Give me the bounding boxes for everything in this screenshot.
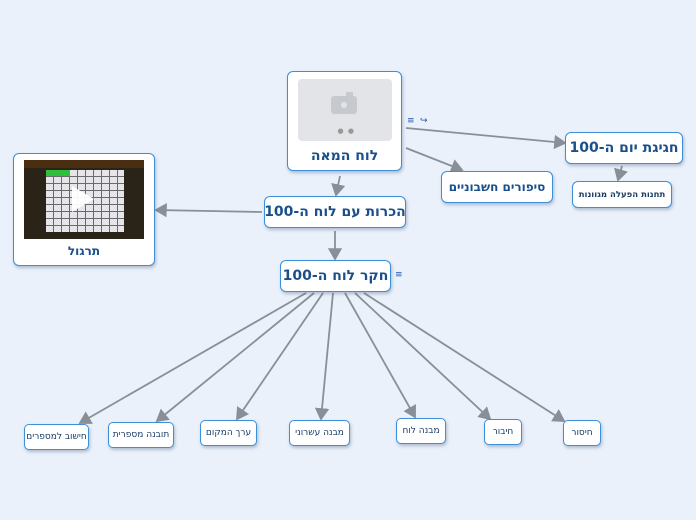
edge-root-stories: [405, 147, 464, 173]
notes-icon[interactable]: ≡: [395, 270, 403, 280]
leaf-label: חיבור: [492, 427, 514, 437]
practice-label: תרגול: [67, 244, 101, 258]
leaf-node[interactable]: חיבור: [484, 419, 522, 445]
leaf-node[interactable]: מבנה עשרוני: [289, 420, 350, 446]
leaf-label: מבנה לוח: [402, 426, 440, 436]
carousel-dots: ● ●: [337, 127, 355, 135]
edge-explore-leaf-4: [314, 292, 334, 421]
leaf-label: חישוב למספרים: [26, 432, 87, 442]
play-icon[interactable]: [72, 186, 94, 212]
leaf-node[interactable]: חישוב למספרים: [24, 424, 89, 450]
link-icon[interactable]: ↪: [420, 116, 428, 126]
edge-explore-leaf-6: [354, 292, 492, 421]
activities-node[interactable]: תחנות הפעלה מגוונות: [572, 181, 672, 208]
stories-node[interactable]: סיפורים חשבוניים: [441, 171, 553, 203]
leaf-label: תובנה מספרית: [112, 430, 170, 440]
leaf-label: מבנה עשרוני: [295, 428, 344, 438]
explore-node[interactable]: חקר לוח ה-100: [280, 260, 391, 292]
intro-label: הכרות עם לוח ה-100: [264, 204, 406, 220]
image-placeholder: ● ●: [297, 79, 392, 141]
explore-label: חקר לוח ה-100: [282, 268, 389, 284]
board-frame: [24, 160, 144, 168]
leaf-node[interactable]: ערך המקום: [200, 420, 257, 446]
intro-node[interactable]: הכרות עם לוח ה-100: [264, 196, 406, 228]
camera-icon: [330, 92, 357, 114]
activities-label: תחנות הפעלה מגוונות: [578, 189, 666, 200]
edge-explore-leaf-1: [78, 292, 307, 424]
video-thumbnail[interactable]: [24, 160, 144, 239]
celebration-label: חגיגת יום ה-100: [569, 140, 679, 156]
leaf-label: ערך המקום: [205, 428, 252, 438]
edge-intro-practice: [154, 203, 263, 218]
leaf-node[interactable]: מבנה לוח: [396, 418, 446, 444]
root-label: לוח המאה: [310, 148, 379, 164]
stories-label: סיפורים חשבוניים: [448, 180, 546, 194]
board-highlight: [46, 170, 70, 176]
edge-celebration-activities: [614, 165, 628, 182]
root-node[interactable]: ● ● לוח המאה: [287, 71, 402, 171]
practice-node[interactable]: תרגול: [13, 153, 155, 266]
edge-explore-leaf-2: [155, 292, 315, 423]
leaf-node[interactable]: תובנה מספרית: [108, 422, 174, 448]
celebration-node[interactable]: חגיגת יום ה-100: [565, 132, 683, 164]
edge-root-intro: [331, 175, 346, 197]
notes-icon[interactable]: ≡: [407, 116, 415, 126]
leaf-label: חיסור: [571, 428, 593, 438]
edge-root-celebration: [405, 127, 567, 150]
leaf-node[interactable]: חיסור: [563, 420, 601, 446]
edge-explore-leaf-3: [235, 292, 324, 421]
edge-explore-leaf-5: [344, 292, 416, 419]
edge-explore-leaf-7: [363, 292, 566, 422]
